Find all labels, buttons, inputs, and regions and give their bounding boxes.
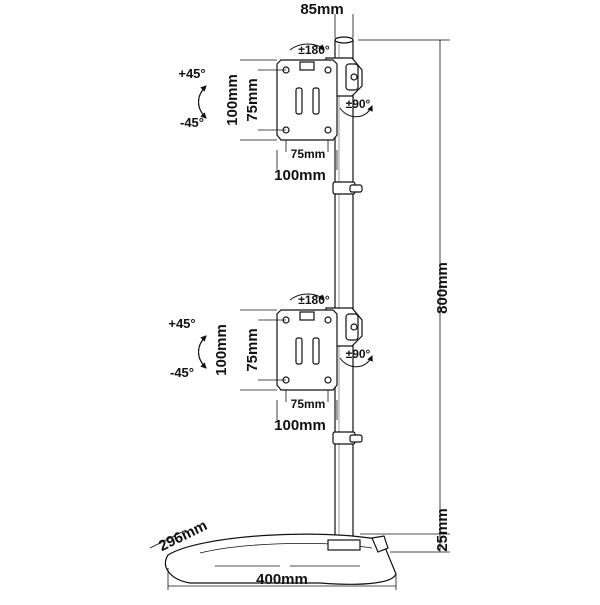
- vesa-v-large-label: 100mm: [213, 324, 230, 376]
- tilt-down-label: -45°: [180, 115, 204, 130]
- vesa-h-small-label: 75mm: [291, 147, 326, 161]
- tilt-up-label: +45°: [168, 316, 195, 331]
- rotate-arc: [289, 293, 325, 301]
- pole-diameter-dimension: [334, 14, 354, 38]
- swivel-label: ±90°: [346, 347, 371, 361]
- vesa-plate: [276, 59, 338, 141]
- vesa-v-small-label: 75mm: [244, 78, 261, 121]
- vesa-h-small-label: 75mm: [291, 397, 326, 411]
- base-width-label: 400mm: [256, 571, 308, 588]
- rotate-arc: [289, 43, 325, 51]
- vesa-v-small-label: 75mm: [244, 328, 261, 371]
- collar-lower: [332, 431, 363, 445]
- swivel-arc: [339, 355, 373, 368]
- tilt-up-label: +45°: [178, 66, 205, 81]
- swivel-arc: [339, 105, 373, 118]
- collar-upper: [332, 181, 363, 195]
- base: [164, 533, 397, 585]
- base-thickness-dimension: [390, 534, 450, 553]
- swivel-label: ±90°: [346, 97, 371, 111]
- base-width-dimension: [167, 568, 397, 590]
- base-pole-socket: [327, 539, 361, 551]
- mount-lower: ±180° +45° -45° ±90° 100mm 75mm 75mm 100…: [168, 293, 373, 434]
- base-thickness-label: 25mm: [434, 508, 451, 551]
- total-height-label: 800mm: [434, 262, 451, 314]
- vesa-h-large-label: 100mm: [274, 167, 326, 184]
- pole-top-cap: [334, 36, 354, 44]
- mount-upper: ±180° +45° -45° ±90° 100mm 75mm 75mm 100…: [178, 43, 373, 184]
- vesa-h-large-label: 100mm: [274, 417, 326, 434]
- base-depth-dimension: [149, 529, 187, 549]
- base-foot: [371, 535, 389, 553]
- pole-diameter-label: 85mm: [300, 1, 343, 18]
- rotate-label: ±180°: [298, 293, 330, 307]
- tilt-down-label: -45°: [170, 365, 194, 380]
- rotate-label: ±180°: [298, 43, 330, 57]
- vesa-plate: [276, 309, 338, 391]
- vesa-v-large-label: 100mm: [224, 74, 241, 126]
- total-height-dimension: [358, 39, 450, 535]
- pole: [334, 36, 354, 551]
